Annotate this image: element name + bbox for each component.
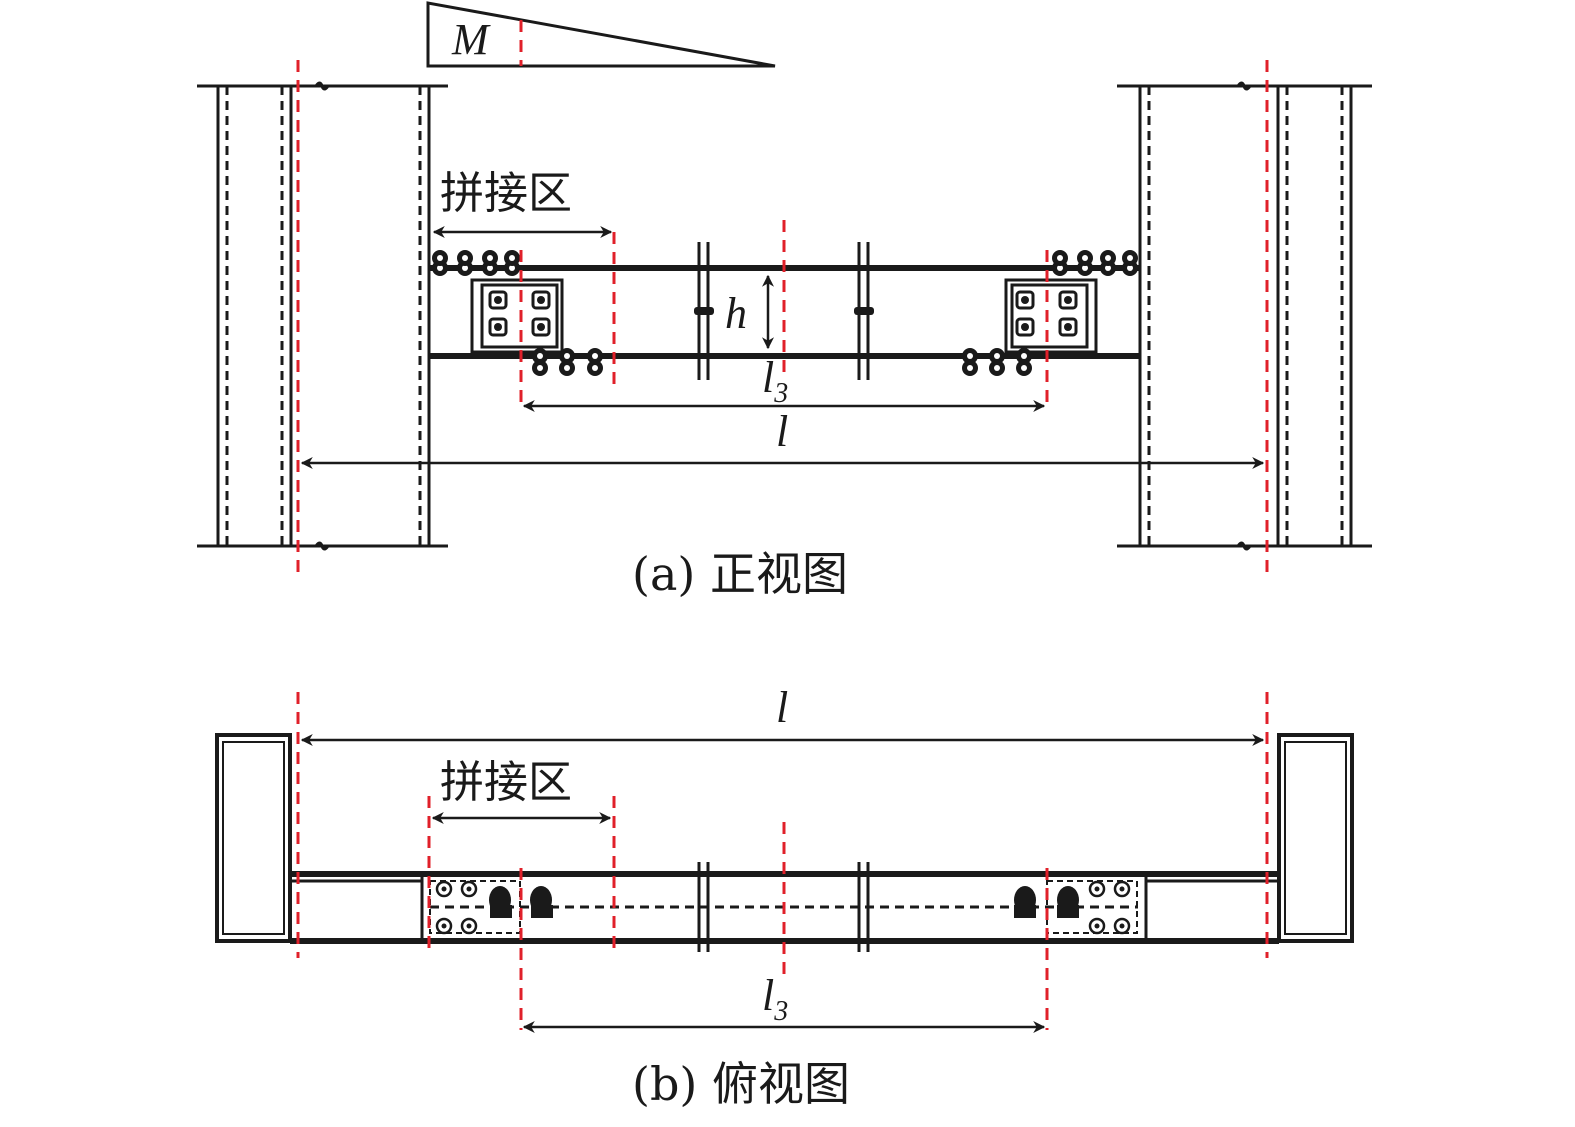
span-label-front: l (776, 407, 788, 456)
top-view: l 拼接区 l3 (b) 俯视图 (215, 683, 1354, 1111)
front-centerlines (296, 60, 1269, 575)
right-column-top (1277, 733, 1354, 943)
caption-front: (a) 正视图 (632, 547, 848, 601)
top-centerlines (296, 692, 1269, 1030)
left-column (197, 81, 448, 551)
left-connection-top (429, 880, 553, 935)
right-connection-top (1014, 880, 1138, 935)
front-view: M (197, 1, 1372, 601)
depth-label: h (725, 289, 747, 338)
right-connection-front (962, 250, 1138, 376)
caption-top: (b) 俯视图 (632, 1057, 850, 1111)
splice-zone-label-front: 拼接区 (440, 168, 572, 219)
splice-span-label-top: l3 (762, 971, 788, 1027)
span-label-top: l (776, 683, 788, 732)
moment-label: M (451, 15, 491, 64)
splice-zone-label-top: 拼接区 (440, 757, 572, 808)
right-column (1117, 81, 1372, 551)
left-column-top (215, 733, 292, 943)
moment-diagram: M (426, 1, 776, 68)
left-connection-front (432, 250, 603, 376)
